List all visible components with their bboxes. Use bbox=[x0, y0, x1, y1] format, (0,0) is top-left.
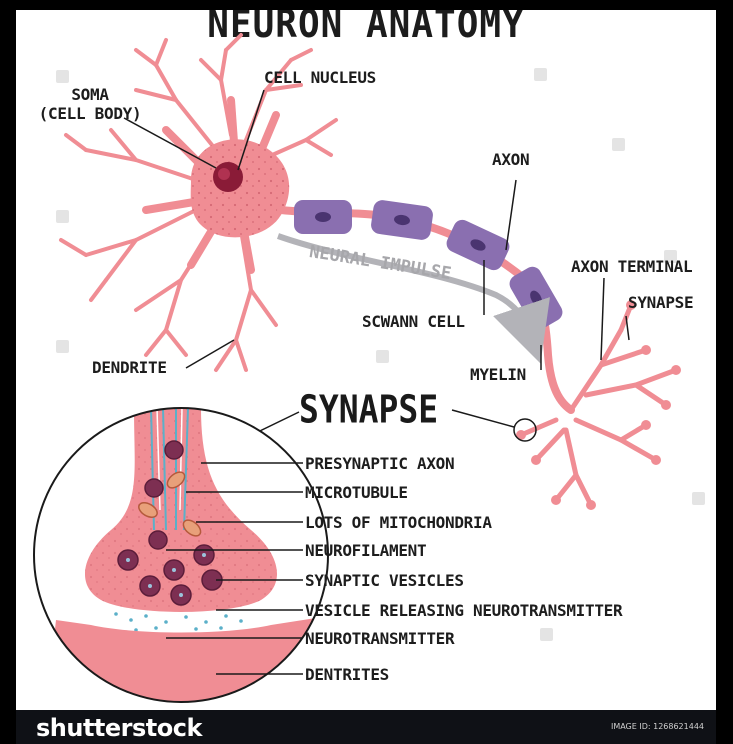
inset-label-presynaptic-axon: PRESYNAPTIC AXON bbox=[305, 454, 454, 473]
soma-label-line1: SOMA bbox=[30, 85, 150, 104]
synapse-inset bbox=[34, 408, 328, 710]
dendrite-label: DENDRITE bbox=[92, 358, 167, 377]
axon-label: AXON bbox=[492, 150, 529, 169]
inset-label-mitochondria: LOTS OF MITOCHONDRIA bbox=[305, 513, 492, 532]
image-id: IMAGE ID: 1268621444 bbox=[611, 722, 704, 731]
axon-terminal-label: AXON TERMINAL bbox=[571, 257, 692, 276]
brand-logo: shutterstock bbox=[36, 714, 202, 742]
soma-label: SOMA (CELL BODY) bbox=[30, 85, 150, 123]
schwann-cell-label: SCWANN CELL bbox=[362, 312, 465, 331]
myelin-label: MYELIN bbox=[470, 365, 526, 384]
footer-bar: shutterstock IMAGE ID: 1268621444 bbox=[16, 710, 716, 744]
synapse-small-label: SYNAPSE bbox=[628, 293, 693, 312]
soma-label-line2: (CELL BODY) bbox=[30, 104, 150, 123]
inset-label-synaptic-vesicles: SYNAPTIC VESICLES bbox=[305, 571, 464, 590]
inset-label-vesicle-releasing: VESICLE RELEASING NEUROTRANSMITTER bbox=[305, 601, 622, 620]
inset-label-neurofilament: NEUROFILAMENT bbox=[305, 541, 426, 560]
inset-label-microtubule: MICROTUBULE bbox=[305, 483, 408, 502]
cell-nucleus-label: CELL NUCLEUS bbox=[264, 68, 376, 87]
diagram-frame: NEURON ANATOMY bbox=[16, 10, 716, 710]
inset-label-neurotransmitter: NEUROTRANSMITTER bbox=[305, 629, 454, 648]
synapse-heading: SYNAPSE bbox=[299, 387, 438, 432]
inset-label-dentrites: DENTRITES bbox=[305, 665, 389, 684]
